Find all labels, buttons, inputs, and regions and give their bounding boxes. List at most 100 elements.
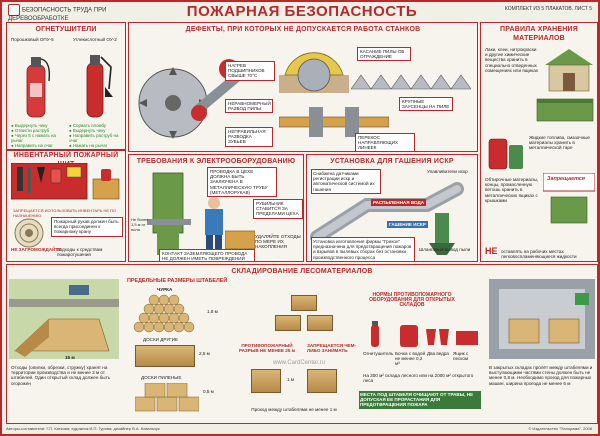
storage-note-chemicals: Лаки, клеи, нитрокраски и другие химичес… <box>485 47 539 73</box>
defects-heading: ДЕФЕКТЫ, ПРИ КОТОРЫХ НЕ ДОПУСКАЕТСЯ РАБО… <box>185 26 421 33</box>
series-title: БЕЗОПАСНОСТЬ ТРУДА ПРИ ДЕРЕВООБРАБОТКЕ <box>8 4 126 23</box>
middle-stack-3 <box>291 295 317 311</box>
defect-label-guard: КАСАНИЕ ПИЛЫ ОБ ОГРАЖДЕНИЕ <box>357 47 411 62</box>
powder-extinguisher-icon <box>26 57 51 118</box>
sparks-label-catchers: Улавливатели искр <box>427 169 468 174</box>
lumber-label-board: ДОСКИ ДРУГИЕ <box>143 337 179 342</box>
band-saw-machine-icon <box>147 172 191 255</box>
defect-label-uneven-set: НЕРАВНОМЕРНЫЙ РАЗВОД ПИЛЫ <box>225 99 273 114</box>
equip-barrel-icon <box>400 325 418 347</box>
sparks-heading: УСТАНОВКА ДЛЯ ГАШЕНИЯ ИСКР <box>330 158 454 165</box>
storage-warning-no: НЕ <box>485 246 498 256</box>
panel-lumber: СКЛАДИРОВАНИЕ ЛЕСОМАТЕРИАЛОВ ПРЕДЕЛЬНЫЕ … <box>6 264 598 424</box>
lumber-heading: СКЛАДИРОВАНИЕ ЛЕСОМАТЕРИАЛОВ <box>231 268 373 275</box>
equip-item-extinguisher: Огнетушитель <box>363 351 394 356</box>
equip-extinguisher-icon <box>371 321 379 347</box>
lumber-label-circle: ЧУРКА <box>157 287 173 292</box>
header-band: БЕЗОПАСНОСТЬ ТРУДА ПРИ ДЕРЕВООБРАБОТКЕ П… <box>2 2 598 23</box>
electrical-note-pipe: ПРОВОДКА В ЦЕХЕ ДОЛЖНА БЫТЬ ЗАКЛЮЧЕНА В … <box>207 167 277 198</box>
equip-item-sand: Ящик с песком <box>453 351 469 362</box>
fire-board-note-hose: Пожарный рукав должен быть всегда присое… <box>51 217 123 237</box>
equip-sandbox-icon <box>456 331 478 345</box>
board-stack <box>135 345 195 367</box>
poster-title: ПОЖАРНАЯ БЕЗОПАСНОСТЬ <box>186 3 418 20</box>
log-stack-icon <box>133 294 195 333</box>
saw-guard-icon <box>279 52 349 93</box>
equip-item-barrel: Бочка с водой не менее 0,2 м³ <box>395 351 426 367</box>
panel-electrical: ТРЕБОВАНИЯ К ЭЛЕКТРООБОРУДОВАНИЮ ПРОВОДК… <box>128 154 304 262</box>
footer-copyright: © Издательство "Панорама", 2008 <box>528 426 592 432</box>
lumber-label-ban: ЗАПРЕЩАЕТСЯ ЧЕМ-ЛИБО ЗАНИМАТЬ <box>307 343 356 354</box>
publisher-logo-icon <box>8 4 20 16</box>
sparks-note-top: Снабжена датчиками регистрации искр и ав… <box>311 169 381 194</box>
panel-extinguishers: ОГНЕТУШИТЕЛИ Порошковый ОПУ-5 Углекислот… <box>6 22 126 262</box>
lumber-dim-15: 15 м <box>65 355 75 360</box>
worker-icon <box>205 197 223 253</box>
sheet-info: КОМПЛЕКТ ИЗ 5 ПЛАКАТОВ. ЛИСТ 5 <box>504 6 592 12</box>
panel-sparks: УСТАНОВКА ДЛЯ ГАШЕНИЯ ИСКР Снабжена датч… <box>306 154 478 262</box>
fire-board-icon <box>11 163 120 200</box>
electrical-note-switch: РУБИЛЬНИК СТАВИТСЯ ЗА ПРЕДЕЛАМИ ЦЕХА <box>253 199 303 219</box>
electrical-note-distance: Не более 1,5 м от пола <box>131 217 149 233</box>
storage-warning-text: оставлять на рабочих местах легковосплам… <box>501 249 577 260</box>
middle-stack-1 <box>275 315 301 331</box>
fire-board-note-clear: НЕ ЗАГРОМОЖДАЙТЕ <box>11 247 62 252</box>
hose-reel-icon <box>14 218 44 248</box>
fire-board-note-access: подходы к средствам пожаротушения <box>57 247 103 258</box>
lumber-dim-25: 2,5 м <box>199 351 210 356</box>
lumber-label-gap: ПРОТИВОПОЖАРНЫЙ РАЗРЫВ НЕ МЕНЕЕ 25 м <box>238 343 296 354</box>
lumber-yard-scene-icon <box>9 279 119 359</box>
extinguisher-right-label: Углекислотный ОУ-2 <box>73 37 117 42</box>
saw-teeth-icon <box>351 74 471 90</box>
lumber-note-right: В закрытых складах пролёт между штабелям… <box>489 365 593 386</box>
defect-label-bearing: НАГРЕВ ПОДШИПНИКОВ СВЫШЕ 70°С <box>225 61 275 81</box>
lumber-sub-equipment: НОРМЫ ПРОТИВОПОЖАРНОГО ОБОРУДОВАНИЯ ДЛЯ … <box>369 292 455 309</box>
storage-note-fuel: Жидкие топлива, смазочные материалы хран… <box>529 135 590 151</box>
lower-stack-1 <box>251 369 281 393</box>
storage-heading: ПРАВИЛА ХРАНЕНИЯ МАТЕРИАЛОВ <box>500 26 578 42</box>
extinguishers-heading: ОГНЕТУШИТЕЛИ <box>35 26 97 33</box>
footer-credits: Авторы-составители: Г.П. Каткова; художн… <box>6 426 160 432</box>
panel-storage: ПРАВИЛА ХРАНЕНИЯ МАТЕРИАЛОВ Лаки, клеи, … <box>480 22 598 262</box>
storage-prohibited-sign: Запрещается <box>547 176 585 182</box>
extinguisher-right-steps: ● Сорвать пломбу ● Выдернуть чеку ● Напр… <box>69 123 119 148</box>
storage-shed-icon <box>545 49 593 92</box>
lumber-watermark: www.CardCenter.ru <box>273 360 326 366</box>
sparks-note-bottom: Установка изготовления фирмы "Грекон" пр… <box>311 237 415 261</box>
warehouse-scene-icon <box>489 279 595 359</box>
fuel-can-icon <box>488 138 523 170</box>
lumber-label-brick: ДОСКИ ПИЛЕНЫЕ <box>141 375 182 380</box>
sparks-label-water: РАСПЫЛЕННАЯ ВОДА <box>371 199 427 207</box>
lumber-dim-05: 0,5 м <box>203 389 214 394</box>
storage-note-rags: Обтирочные материалы, концы, промасленну… <box>485 177 539 203</box>
lumber-note-left: Отходы (опилки, обрезки, стружку) хранят… <box>11 365 111 386</box>
extinguishers-divider <box>7 149 125 151</box>
electrical-note-ground: КОНТАКТ ЗАЗЕМЛЯЮЩЕГО ПРОВОДА НЕ ДОЛЖЕН И… <box>159 249 255 261</box>
middle-stack-2 <box>307 315 333 331</box>
sparks-label-dust-outlet: Шланговый вывод пыли <box>419 247 471 252</box>
extinguisher-left-label: Порошковый ОПУ-5 <box>11 37 54 42</box>
waste-box-icon <box>225 230 255 249</box>
panel-defects: ДЕФЕКТЫ, ПРИ КОТОРЫХ НЕ ДОПУСКАЕТСЯ РАБО… <box>128 22 478 152</box>
equip-item-buckets: Два ведра <box>427 351 449 356</box>
storage-crate-icon <box>536 98 594 122</box>
lumber-sub-dims: ПРЕДЕЛЬНЫЕ РАЗМЕРЫ ШТАБЕЛЕЙ <box>127 278 228 284</box>
lumber-label-pass: Проход между штабелями не менее 1 м <box>251 407 337 412</box>
sparks-label-extinguish: ГАШЕНИЕ ИСКР <box>387 221 428 229</box>
lower-stack-2 <box>307 369 337 393</box>
extinguisher-left-steps: ● Выдернуть чеку ● Отвести раструб ● Чер… <box>11 123 56 148</box>
brick-stack-icon <box>135 383 199 412</box>
fire-board-note-top: ЗАПРЕЩАЕТСЯ ИСПОЛЬЗОВАТЬ ИНВЕНТАРЬ НЕ ПО… <box>13 208 117 219</box>
co2-extinguisher-icon <box>86 55 113 118</box>
defect-label-guides: ПЕРЕКОС НАПРАВЛЯЮЩИХ ЛИНЕЕК <box>355 133 415 151</box>
guide-ruler-icon <box>279 107 389 137</box>
equip-bucket-icon <box>426 329 449 345</box>
rag-bin-icon <box>543 173 595 224</box>
defect-label-teeth: НЕПРАВИЛЬНАЯ РАЗВОДКА ЗУБЬЕВ <box>225 127 273 147</box>
lumber-dim-1: 1 м <box>287 377 294 382</box>
equip-note-area: На 300 м² склада лесного или на 2000 м² … <box>363 373 474 384</box>
defect-label-burrs: КРУПНЫЕ ЗАУСЕНЦЫ НА ПИЛЕ <box>399 97 453 112</box>
electrical-note-remove: УДАЛЯЙТЕ ОТХОДЫ ПО МЕРЕ ИХ НАКОПЛЕНИЯ <box>255 234 301 250</box>
electrical-heading: ТРЕБОВАНИЯ К ЭЛЕКТРООБОРУДОВАНИЮ <box>136 158 296 165</box>
